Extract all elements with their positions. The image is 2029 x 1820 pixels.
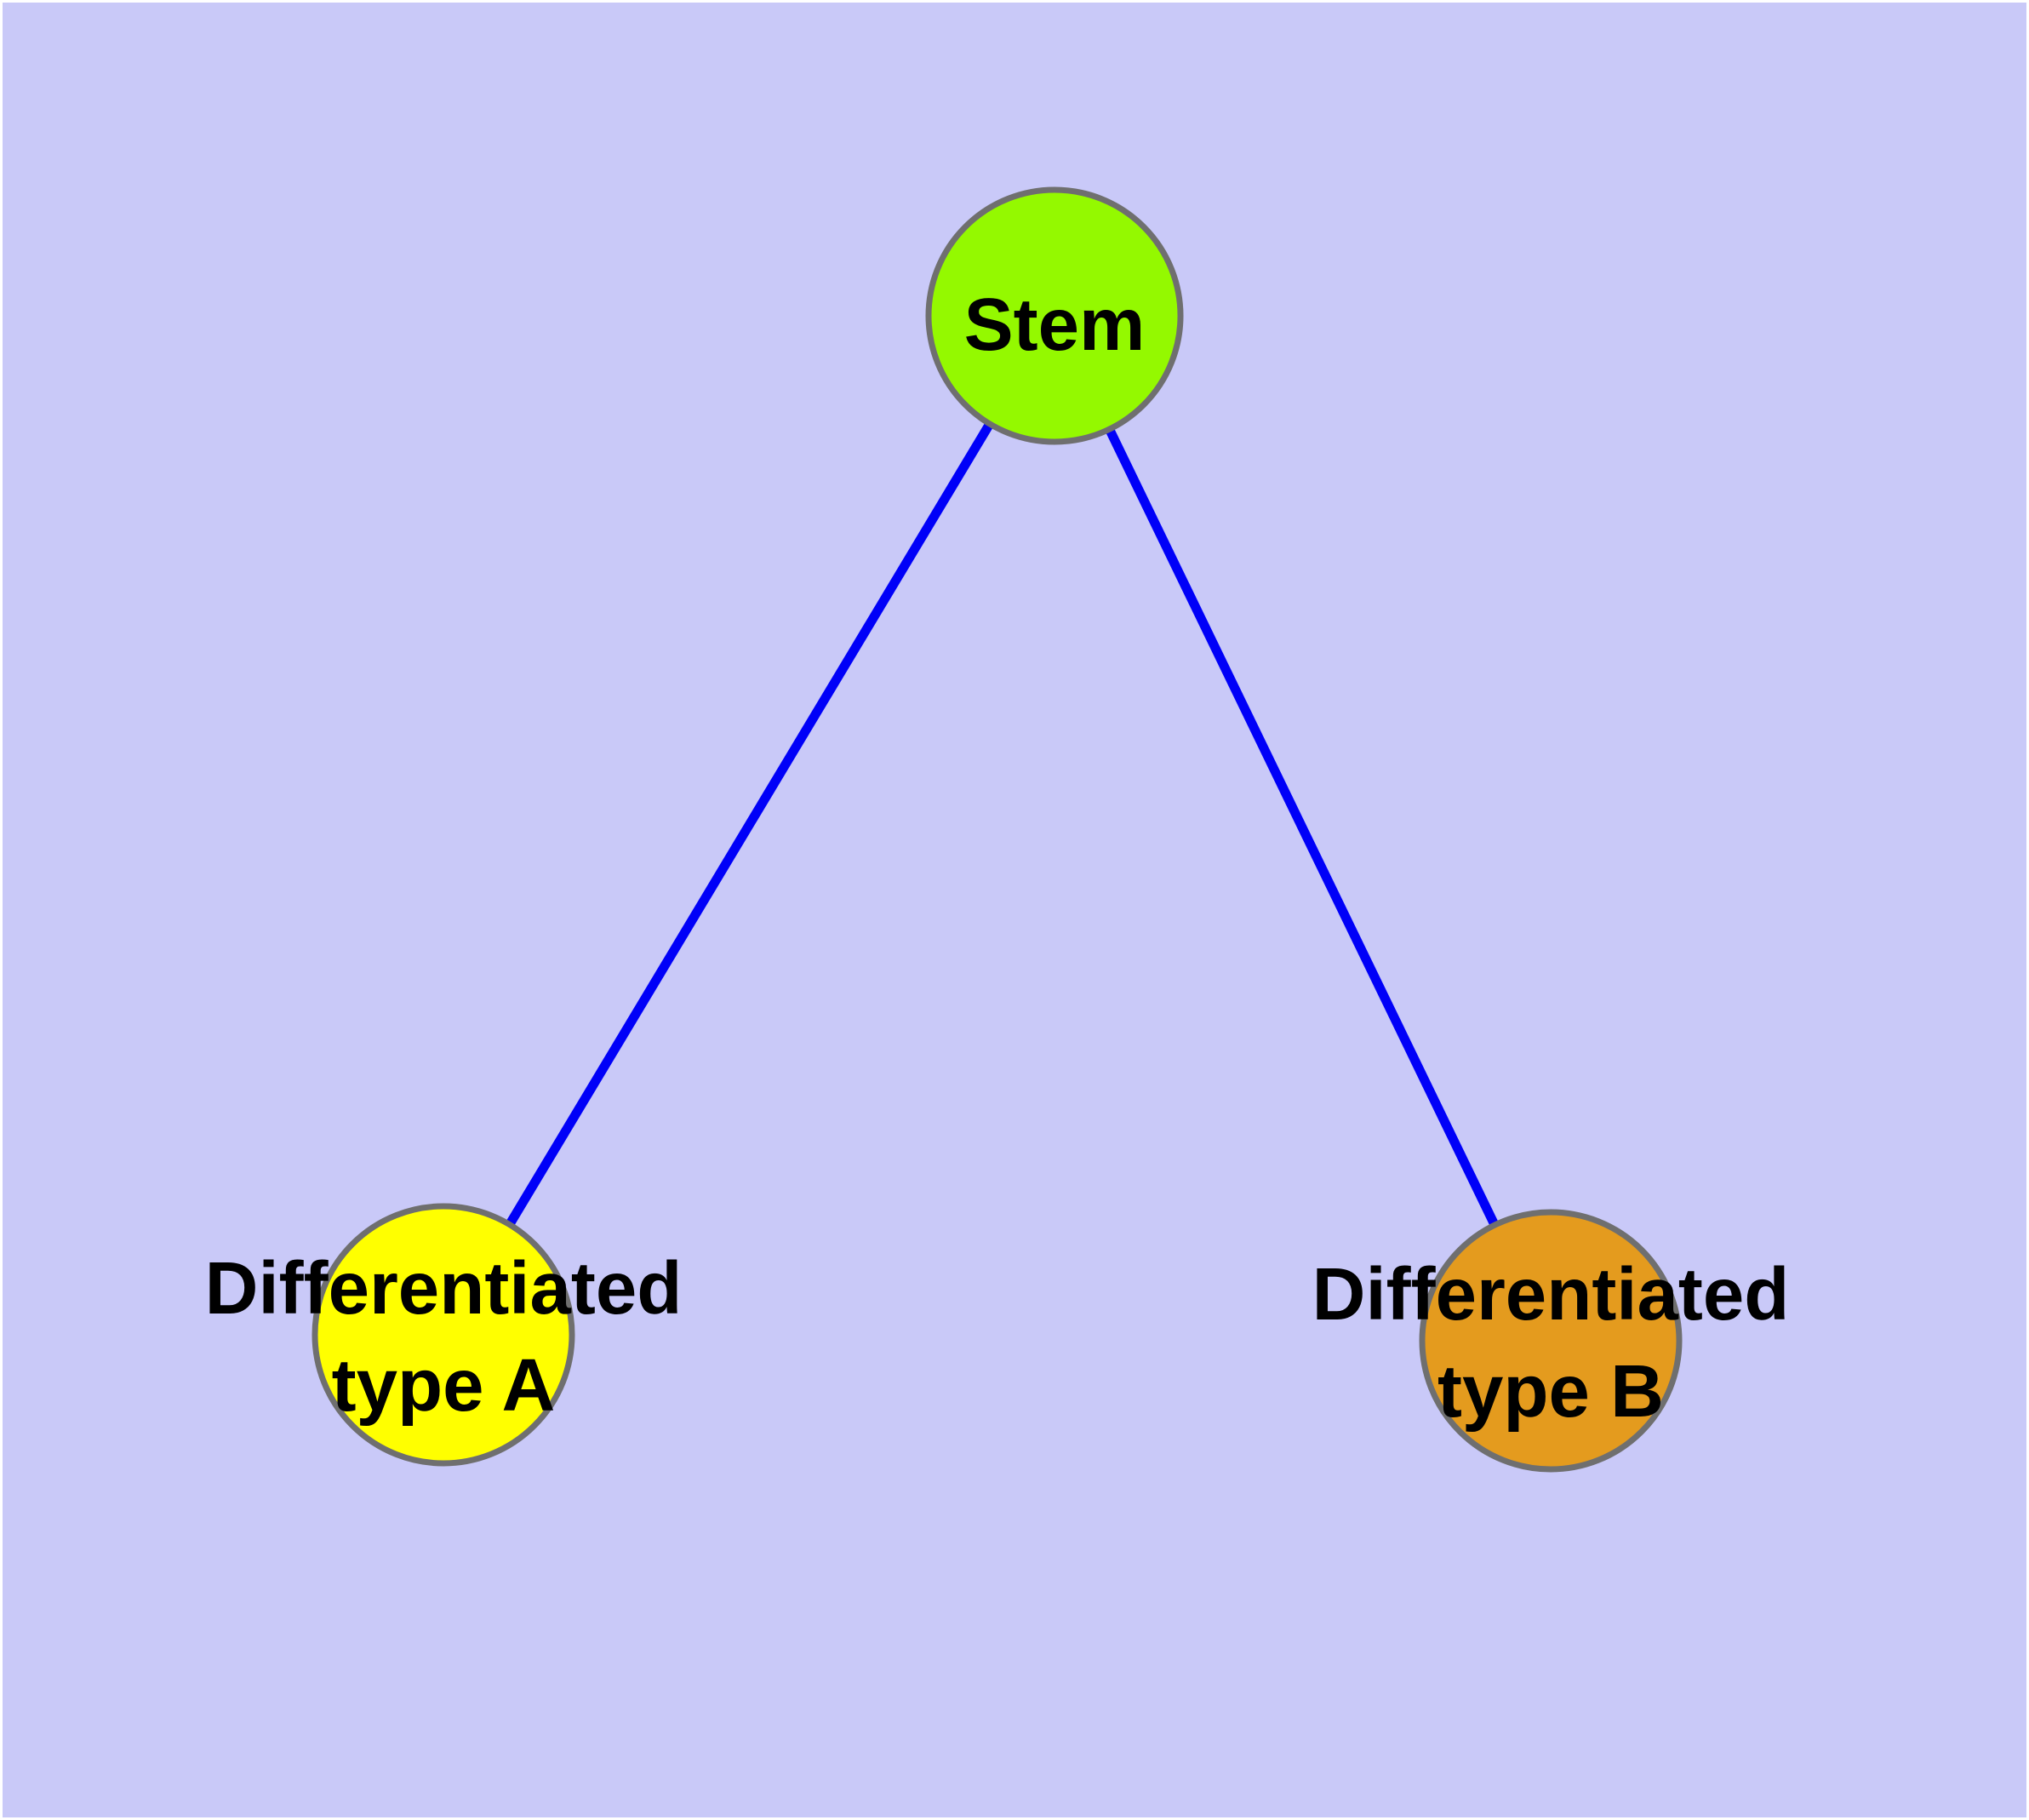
cell-differentiation-diagram: Stem Differentiated type A Differentiate… bbox=[3, 3, 2026, 1817]
node-type-b-label-line2: type B bbox=[1437, 1350, 1664, 1433]
node-stem-label: Stem bbox=[964, 283, 1146, 366]
node-type-a-label-line2: type A bbox=[332, 1344, 556, 1427]
node-type-a-label-line1: Differentiated bbox=[205, 1247, 683, 1330]
edge-stem-to-type-b bbox=[1050, 313, 1555, 1343]
edge-stem-to-type-a bbox=[439, 313, 1059, 1337]
node-type-b-label-line1: Differentiated bbox=[1312, 1253, 1790, 1336]
node-stem-circle bbox=[925, 186, 1184, 445]
node-type-a-circle bbox=[311, 1203, 575, 1467]
node-type-b-circle bbox=[1419, 1209, 1683, 1473]
